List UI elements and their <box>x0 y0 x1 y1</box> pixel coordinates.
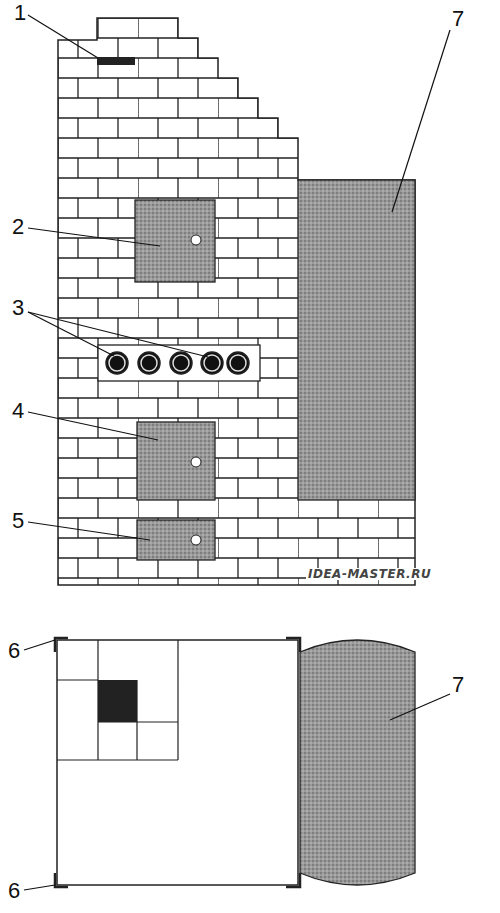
callout-number: 7 <box>452 8 464 30</box>
pipe-openings <box>106 352 249 374</box>
callout-number: 1 <box>14 2 26 24</box>
damper-slot <box>97 57 135 65</box>
brick-wall <box>58 18 415 585</box>
watermark: IDEA-MASTER.RU <box>306 568 433 580</box>
corner-angles <box>55 638 300 887</box>
pipe-band <box>98 345 260 381</box>
water-tank <box>298 180 415 500</box>
firebox-door <box>137 422 215 500</box>
callout-number: 7 <box>452 674 464 696</box>
water-tank-plan <box>300 640 415 885</box>
callout-number: 3 <box>12 297 24 319</box>
leader-lines <box>24 15 450 890</box>
callout-number: 5 <box>12 510 24 532</box>
flue-plan <box>98 680 137 722</box>
callout-number: 4 <box>12 400 24 422</box>
plan-bricks <box>57 640 178 760</box>
stove-plan <box>57 640 298 885</box>
callout-number: 2 <box>12 216 24 238</box>
callout-number: 6 <box>8 880 20 902</box>
callout-number: 6 <box>8 640 20 662</box>
upper-door <box>135 200 215 282</box>
